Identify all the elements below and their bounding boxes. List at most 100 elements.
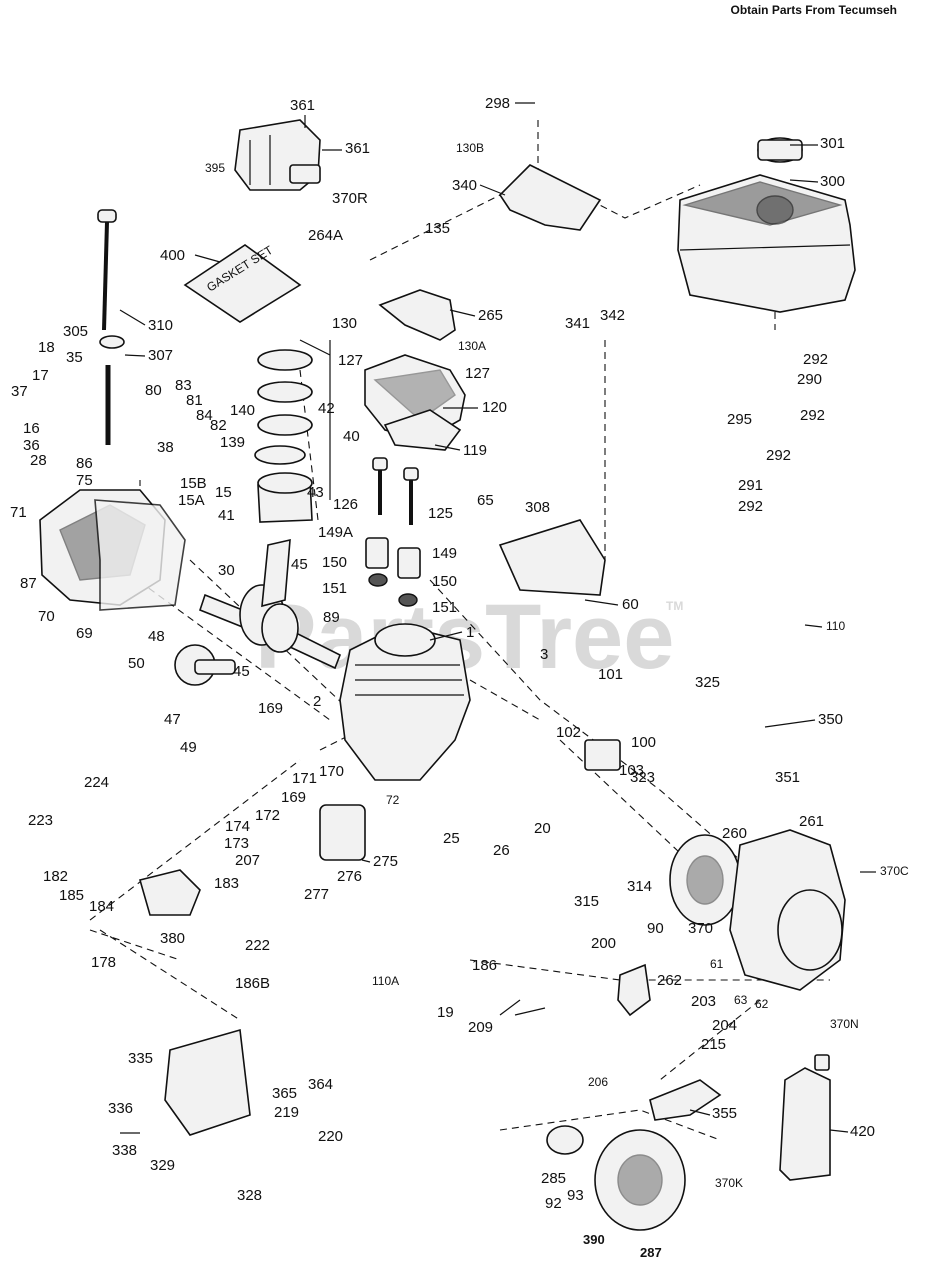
callout: 287 [640,1245,662,1260]
callout: 203 [691,993,716,1010]
callout: 395 [205,161,225,175]
tank-bracket-part [498,164,602,231]
callout: 19 [437,1004,454,1021]
callout: 126 [333,496,358,513]
callout: 220 [318,1128,343,1145]
callout: 200 [591,935,616,952]
callout: 75 [76,472,93,489]
callout: 150 [322,554,347,571]
callout: 15B [180,475,207,492]
callout: 351 [775,769,800,786]
callout: 70 [38,608,55,625]
callout: 224 [84,774,109,791]
callout: 169 [281,789,306,806]
callout: 130B [456,141,484,155]
callout: 183 [214,875,239,892]
callout: 130 [332,315,357,332]
callout: 47 [164,711,181,728]
callout: 15A [178,492,205,509]
callout: 172 [255,807,280,824]
callout: 35 [66,349,83,366]
callout: 93 [567,1187,584,1204]
callout: 151 [322,580,347,597]
callout: 170 [319,763,344,780]
callout: 335 [128,1050,153,1067]
callout: 135 [425,220,450,237]
piston-and-rings-part [254,349,313,523]
callout: 81 [186,392,203,409]
callout: 265 [478,307,503,324]
callout: 400 [160,247,185,264]
callout: 336 [108,1100,133,1117]
recoil-starter-part [594,1129,686,1231]
cylinder-head-part [364,289,466,451]
callout: 17 [32,367,49,384]
callout: 48 [148,628,165,645]
callout: 292 [803,351,828,368]
callout: 140 [230,402,255,419]
callout: 174 [225,818,250,835]
callout: 186 [472,957,497,974]
callout: 127 [465,365,490,382]
callout: 63 [734,993,748,1007]
starter-cup-part [546,1125,584,1155]
callout: 151 [432,599,457,616]
fuel-tank-part [677,137,856,313]
connecting-rod-part [261,538,291,608]
callout: 370R [332,190,368,207]
callout: 72 [386,793,400,807]
watermark-tm: TM [666,599,683,613]
callout: 342 [600,307,625,324]
callout: 310 [148,317,173,334]
callout: 50 [128,655,145,672]
callout: 61 [710,957,724,971]
callout: 364 [308,1076,333,1093]
callout: 92 [545,1195,562,1212]
callout: 315 [574,893,599,910]
callout: 49 [180,739,197,756]
callout: 110A [372,974,399,988]
tank-cover-part [164,1028,251,1136]
callout: 149 [432,545,457,562]
callout: 82 [210,417,227,434]
callout: 204 [712,1017,737,1034]
callout: 100 [631,734,656,751]
control-bracket-part [617,963,651,1017]
callout: 325 [695,674,720,691]
callout: 186B [235,975,270,992]
callout: 20 [534,820,551,837]
callout: 18 [38,339,55,356]
callout: 370K [715,1176,743,1190]
callout: 328 [237,1187,262,1204]
callout: 298 [485,95,510,112]
starter-handle-part [649,1079,722,1121]
callout: 2 [313,693,321,710]
oil-bottle-part [779,1054,831,1181]
callout: 36 [23,437,40,454]
callout: 125 [428,505,453,522]
callout: 102 [556,724,581,741]
callout: 219 [274,1104,299,1121]
callout: 390 [583,1232,605,1247]
callout: 264A [308,227,343,244]
callout: 25 [443,830,460,847]
callout: 207 [235,852,260,869]
callout: 300 [820,173,845,190]
callout: 185 [59,887,84,904]
camshaft-part [174,644,236,686]
callout: 323 [630,769,655,786]
callout-labels: 361 361 395 298 130B 340 301 300 370R 26… [10,95,909,1260]
callout: 16 [23,420,40,437]
callout: 45 [233,663,250,680]
carburetor-part [139,869,201,916]
callout: 173 [224,835,249,852]
callout: 292 [738,498,763,515]
callout: 103 [619,762,644,779]
governor-assembly-part [234,119,321,191]
callout: 71 [10,504,27,521]
callout: 130A [458,339,486,353]
air-baffle-part [498,519,606,596]
callout: 291 [738,477,763,494]
callout: 380 [160,930,185,947]
callout: 182 [43,868,68,885]
